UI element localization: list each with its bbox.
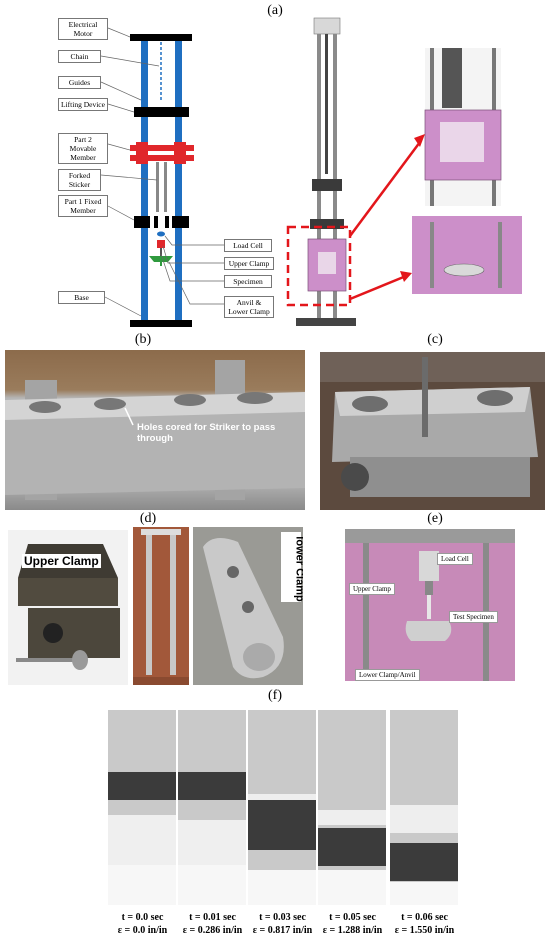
label-part2: Part 2 Movable Member	[58, 133, 108, 164]
photo-c	[320, 352, 545, 510]
label-upper-clamp: Upper Clamp	[224, 257, 274, 270]
lifting-device	[134, 107, 189, 117]
frame-4	[318, 710, 386, 905]
label-anvil: Anvil & Lower Clamp	[224, 296, 274, 318]
base-plate	[130, 320, 192, 327]
forked-striker-right	[164, 162, 167, 212]
frame-3-caption: t = 0.03 sec ε = 0.817 in/in	[235, 911, 330, 937]
top-plate	[130, 34, 192, 41]
panel-label-e: (e)	[427, 511, 443, 526]
upper-clamp	[157, 240, 165, 248]
frame-4-caption: t = 0.05 sec ε = 1.288 in/in	[305, 911, 400, 937]
frame-2-time: t = 0.01 sec	[189, 912, 236, 923]
test-rig-schematic	[100, 27, 224, 327]
movable-member-top	[130, 145, 194, 151]
photo-d-upper-clamp: Upper Clamp	[8, 530, 128, 685]
label-lifting-device: Lifting Device	[58, 98, 108, 111]
frame-2-caption: t = 0.01 sec ε = 0.286 in/in	[165, 911, 260, 937]
left-guide	[141, 41, 148, 321]
frame-4-strain: ε = 1.288 in/in	[322, 925, 383, 936]
forked-striker-left	[156, 162, 159, 212]
photo-d-striker	[133, 527, 189, 685]
frame-5-caption: t = 0.06 sec ε = 1.550 in/in	[377, 911, 472, 937]
label-part1: Part 1 Fixed Member	[58, 195, 108, 217]
frame-4-time: t = 0.05 sec	[329, 912, 376, 923]
panel-label-b: (b)	[134, 332, 152, 347]
movable-member-bottom	[130, 155, 194, 161]
label-electrical-motor: Electrical Motor	[58, 18, 108, 40]
frame-5-strain: ε = 1.550 in/in	[394, 925, 455, 936]
label-test-specimen-e: Test Specimen	[449, 611, 498, 623]
panel-label-f: (f)	[268, 688, 282, 703]
frame-2-strain: ε = 0.286 in/in	[182, 925, 243, 936]
frame-1-caption: t = 0.0 sec ε = 0.0 in/in	[95, 911, 190, 937]
callout-holes: Holes cored for Striker to pass through	[137, 422, 276, 444]
photo-d-lower-clamp: lower Clamp	[193, 527, 303, 685]
load-cell	[157, 231, 165, 237]
label-load-cell: Load Cell	[224, 239, 272, 252]
frame-2	[178, 710, 246, 905]
panel-label-a: (a)	[267, 3, 283, 18]
label-guides: Guides	[58, 76, 101, 89]
frame-1	[108, 710, 176, 905]
anvil	[149, 256, 173, 262]
frame-3-strain: ε = 0.817 in/in	[252, 925, 313, 936]
panel-label-c: (c)	[427, 332, 443, 347]
frame-1-time: t = 0.0 sec	[121, 912, 164, 923]
cad-render	[286, 17, 522, 326]
label-forked-sticker: Forked Sticker	[58, 169, 101, 191]
label-lower-clamp-e: Lower Clamp/Anvil	[355, 669, 420, 681]
frame-5-time: t = 0.06 sec	[401, 912, 448, 923]
panel-label-d: (d)	[139, 511, 157, 526]
label-load-cell-e: Load Cell	[437, 553, 473, 565]
label-lower-clamp-photo: lower Clamp	[293, 536, 303, 602]
frame-5	[390, 710, 458, 905]
label-upper-clamp-e: Upper Clamp	[349, 583, 395, 595]
label-chain: Chain	[58, 50, 101, 63]
highlight-box	[286, 225, 352, 307]
frame-1-strain: ε = 0.0 in/in	[117, 925, 168, 936]
frame-3	[248, 710, 316, 905]
photo-b: Holes cored for Striker to pass through	[5, 350, 305, 510]
label-specimen: Specimen	[224, 275, 272, 288]
label-base: Base	[58, 291, 105, 304]
label-upper-clamp-photo: Upper Clamp	[22, 554, 101, 568]
photo-e: Load Cell Upper Clamp Test Specimen Lowe…	[345, 529, 515, 681]
right-guide	[175, 41, 182, 321]
frame-3-time: t = 0.03 sec	[259, 912, 306, 923]
